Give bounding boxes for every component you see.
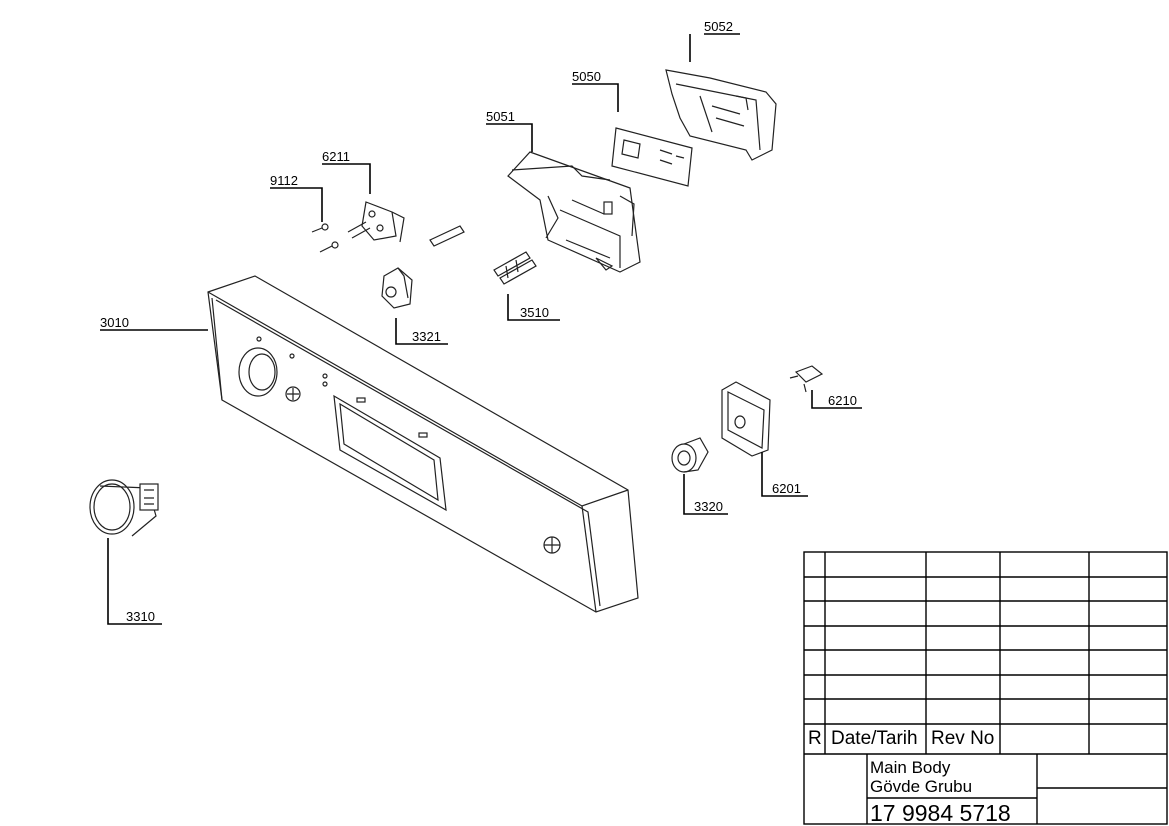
pin	[429, 225, 465, 247]
button-housing	[721, 381, 771, 457]
pcb-carrier-frame	[507, 151, 641, 273]
bracket-3321	[381, 267, 413, 309]
pcb-board	[611, 127, 693, 187]
callout-5051: 5051	[486, 109, 515, 124]
control-panel-body	[207, 275, 639, 613]
callout-3321: 3321	[412, 329, 441, 344]
callout-3010: 3010	[100, 315, 129, 330]
date-column-label: Date/Tarih	[831, 728, 918, 749]
callouts: 5052 5050 5051 6211 9112 3010 3321 3510 …	[100, 19, 857, 624]
callout-9112: 9112	[270, 173, 298, 188]
callout-3510: 3510	[520, 305, 549, 320]
switch-module	[347, 201, 405, 243]
callout-6201: 6201	[772, 481, 801, 496]
callout-6210: 6210	[828, 393, 857, 408]
light-pipes	[493, 251, 537, 285]
callout-3320: 3320	[694, 499, 723, 514]
callout-3310: 3310	[126, 609, 155, 624]
upper-frame	[665, 69, 777, 161]
title-line-1: Main Body	[870, 758, 951, 777]
push-button	[671, 437, 709, 473]
callout-5050: 5050	[572, 69, 601, 84]
screws	[311, 223, 339, 253]
title-block: R Date/Tarih Rev No Main Body Gövde Grub…	[803, 551, 1168, 826]
callout-6211: 6211	[322, 149, 350, 164]
rev-column-label: R	[808, 728, 822, 749]
small-switch	[789, 365, 824, 393]
leader-lines	[100, 33, 862, 625]
revno-column-label: Rev No	[931, 728, 994, 749]
callout-5052: 5052	[704, 19, 733, 34]
large-knob	[89, 479, 159, 537]
title-line-2: Gövde Grubu	[870, 777, 972, 796]
part-number: 17 9984 5718	[870, 800, 1011, 826]
